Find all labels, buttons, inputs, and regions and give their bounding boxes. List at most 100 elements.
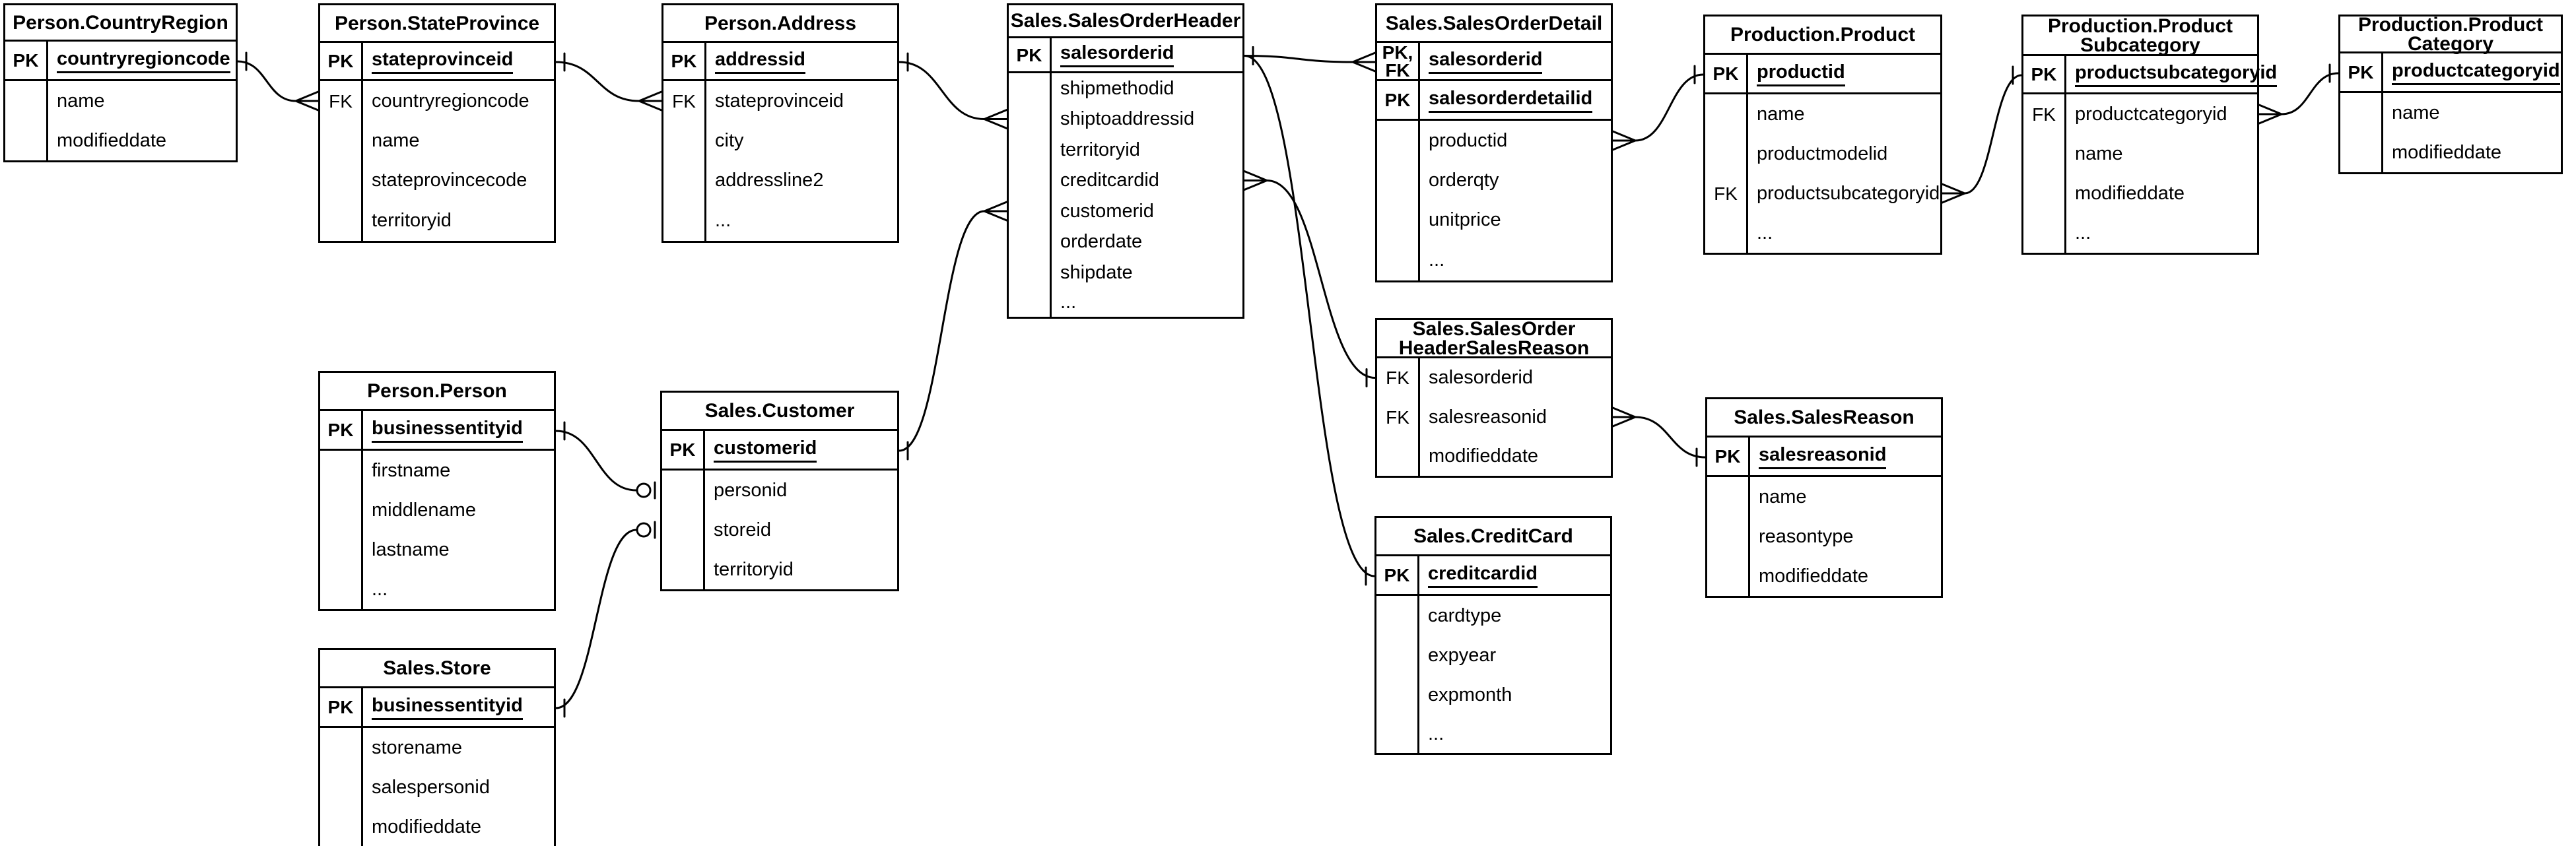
key-label: PK: [669, 439, 696, 460]
field-name: salesorderdetailid: [1420, 81, 1611, 119]
zero-cardinality-circle: [636, 482, 652, 498]
field-name: lastname: [372, 538, 450, 560]
relationship-store-customer[interactable]: [555, 521, 656, 718]
field-name: name: [57, 90, 105, 112]
relationship-curve[interactable]: [1635, 416, 1706, 459]
relationship-salesorderheader-salesorderdetail[interactable]: [1244, 46, 1376, 73]
relationship-curve[interactable]: [1635, 73, 1704, 142]
field-name: name: [1757, 103, 1805, 125]
primary-key-field: salesreasonid: [1759, 444, 1887, 469]
table-title: Person.Address: [663, 5, 897, 43]
field-name: creditcardid: [1060, 170, 1159, 191]
table-title: Sales.Store: [320, 650, 554, 688]
field-name: unitprice: [1429, 209, 1501, 230]
field-name: ...: [1757, 222, 1773, 244]
key-column: [1377, 121, 1420, 280]
field-name: personid: [714, 479, 788, 501]
relationship-address-salesorderheader[interactable]: [898, 52, 1008, 129]
key-column: [320, 451, 363, 609]
relationship-salesorderheadersalesreason-salesreason[interactable]: [1611, 407, 1706, 467]
field-name: salesreasonid: [1429, 406, 1547, 428]
key-label: FK: [1386, 407, 1409, 428]
field-name: businessentityid: [363, 411, 554, 449]
key-label: [662, 510, 703, 550]
relationship-curve[interactable]: [555, 529, 637, 709]
key-label: FK: [329, 90, 353, 112]
key-label: [1377, 200, 1418, 240]
key-label: PK: [1714, 446, 1741, 467]
zero-cardinality-circle: [636, 522, 652, 538]
field-name: productsubcategoryid: [2066, 56, 2278, 92]
field-name: name: [2075, 143, 2123, 164]
field-name: stateprovinceid: [363, 43, 554, 79]
field-name: salesorderid: [1420, 43, 1611, 79]
key-column: [320, 728, 363, 846]
relationship-curve[interactable]: [898, 61, 985, 120]
primary-key-field: businessentityid: [372, 695, 523, 720]
key-column: PK: [1705, 55, 1748, 92]
key-label: [663, 200, 704, 241]
relationship-stateprovince-address[interactable]: [555, 52, 663, 112]
relationship-curve[interactable]: [555, 61, 640, 102]
table-title: Sales.SalesOrderDetail: [1377, 5, 1611, 43]
relationship-product-productsubcategory[interactable]: [1941, 65, 2022, 204]
key-label: FK: [1714, 183, 1738, 204]
field-name: name: [372, 129, 420, 151]
key-column: PK, FK: [1377, 43, 1420, 79]
relationship-salesorderheader-creditcard[interactable]: [1244, 46, 1375, 586]
key-label: [1376, 635, 1417, 675]
relationship-curve[interactable]: [555, 430, 637, 492]
relationship-productsubcategory-productcategory[interactable]: [2258, 63, 2339, 125]
cardinality-glyph-line: [983, 201, 1008, 212]
table-title: Person.StateProvince: [320, 5, 554, 43]
cardinality-glyph-line: [638, 90, 663, 102]
relationship-salesorderdetail-product[interactable]: [1611, 65, 1704, 151]
field-name: expyear: [1428, 644, 1497, 666]
field-column: stateprovinceid: [363, 43, 554, 79]
relationship-curve[interactable]: [898, 210, 985, 452]
relationship-person-customer[interactable]: [555, 421, 656, 500]
key-column: PK: [662, 431, 705, 469]
key-label: [1009, 196, 1050, 226]
relationship-curve[interactable]: [1266, 179, 1376, 379]
relationship-countryregion-stateprovince[interactable]: [237, 51, 320, 112]
relationship-curve[interactable]: [1244, 55, 1353, 63]
relationship-curve[interactable]: [1244, 55, 1375, 577]
field-name: reasontype: [1759, 525, 1854, 547]
field-name: ...: [1060, 291, 1077, 313]
relationship-curve[interactable]: [1964, 74, 2022, 195]
field-name: city: [715, 129, 744, 151]
field-name: salesorderid: [1429, 367, 1533, 388]
cardinality-glyph-line: [1941, 183, 1966, 195]
relationship-salesorderheader-salesorderheadersalesreason[interactable]: [1243, 170, 1376, 387]
field-name: modifieddate: [57, 129, 167, 151]
key-label: FK: [1386, 368, 1409, 388]
relationship-customer-salesorderheader[interactable]: [898, 201, 1008, 461]
